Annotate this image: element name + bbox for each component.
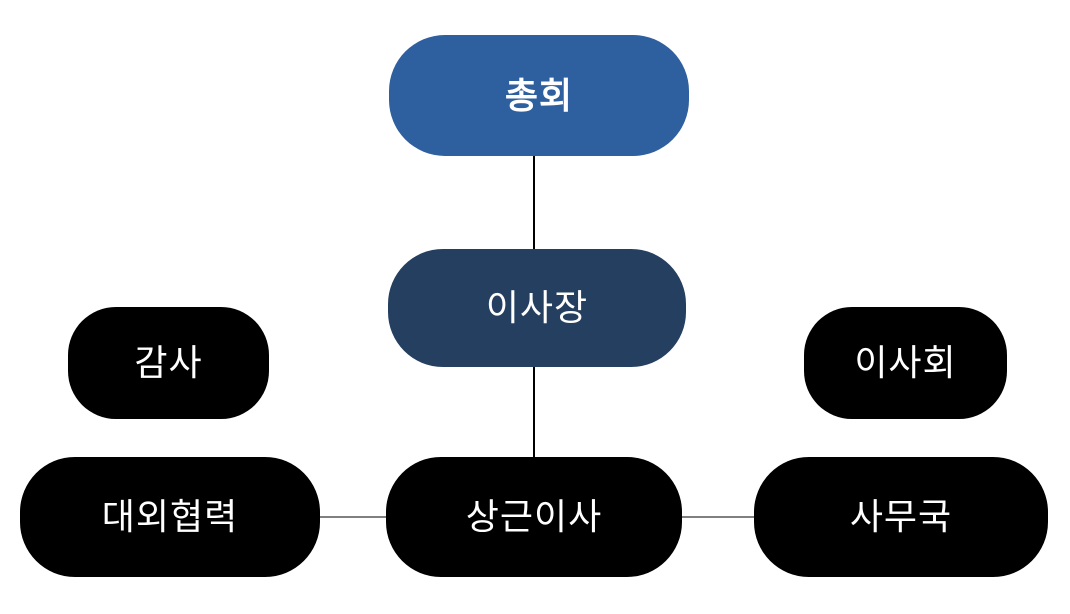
- connector-director-secretariat: [682, 516, 754, 518]
- org-node-auditor: 감사: [68, 307, 269, 419]
- org-node-board-of-directors: 이사회: [804, 307, 1007, 419]
- connector-chairman-director: [533, 367, 535, 457]
- org-node-general-assembly: 총회: [389, 35, 689, 156]
- connector-external-director: [320, 516, 386, 518]
- org-node-external-cooperation: 대외협력: [20, 457, 320, 577]
- org-node-secretariat: 사무국: [754, 457, 1048, 577]
- org-node-chairman: 이사장: [388, 249, 686, 367]
- connector-assembly-chairman: [533, 156, 535, 249]
- org-node-standing-director: 상근이사: [386, 457, 682, 577]
